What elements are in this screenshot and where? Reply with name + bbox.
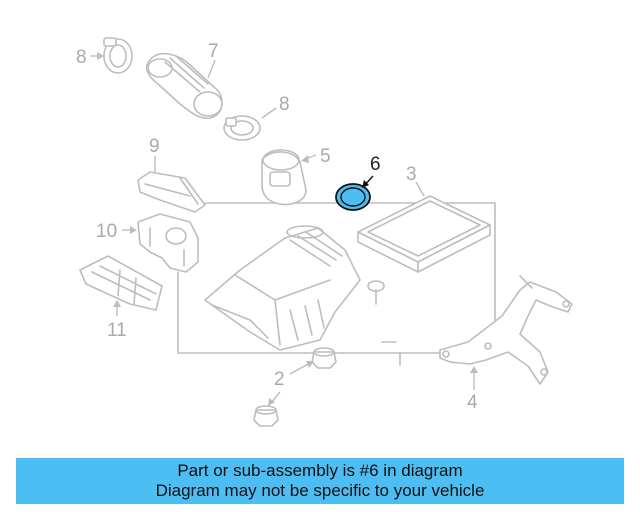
part-3-filter: 3	[357, 164, 491, 273]
callout-6: 6	[370, 154, 381, 175]
callout-8-upper: 8	[76, 47, 87, 68]
part-4-bracket: 4	[439, 275, 573, 413]
callout-2: 2	[274, 369, 285, 390]
callout-9: 9	[149, 136, 160, 157]
caption-line-1: Part or sub-assembly is #6 in diagram	[177, 461, 463, 480]
air-box-housing	[204, 225, 361, 351]
part-9-duct: 9	[137, 136, 206, 213]
bolt	[367, 280, 385, 305]
part-10-bracket: 10	[96, 213, 199, 273]
callout-5: 5	[320, 146, 331, 167]
caption-line-2: Diagram may not be specific to your vehi…	[155, 481, 485, 500]
callout-11: 11	[107, 320, 127, 341]
callout-7: 7	[208, 41, 219, 62]
part-6-seal: 6	[335, 154, 381, 211]
part-2-grommets: 2	[253, 347, 337, 427]
callout-10: 10	[96, 221, 117, 242]
part-7-intake-hose: 7	[145, 41, 223, 120]
part-8-lower-clamp: 8	[223, 94, 290, 141]
part-8-upper-clamp: 8	[76, 37, 133, 74]
part-11-air-guide: 11	[79, 255, 163, 341]
callout-8-lower: 8	[279, 94, 290, 115]
callout-4: 4	[467, 392, 478, 413]
part-5-sensor: 5	[261, 146, 331, 206]
caption-bar: Part or sub-assembly is #6 in diagram Di…	[16, 458, 624, 504]
parts-diagram: 8 7 8 5 6 3	[76, 37, 573, 427]
callout-3: 3	[406, 164, 417, 185]
